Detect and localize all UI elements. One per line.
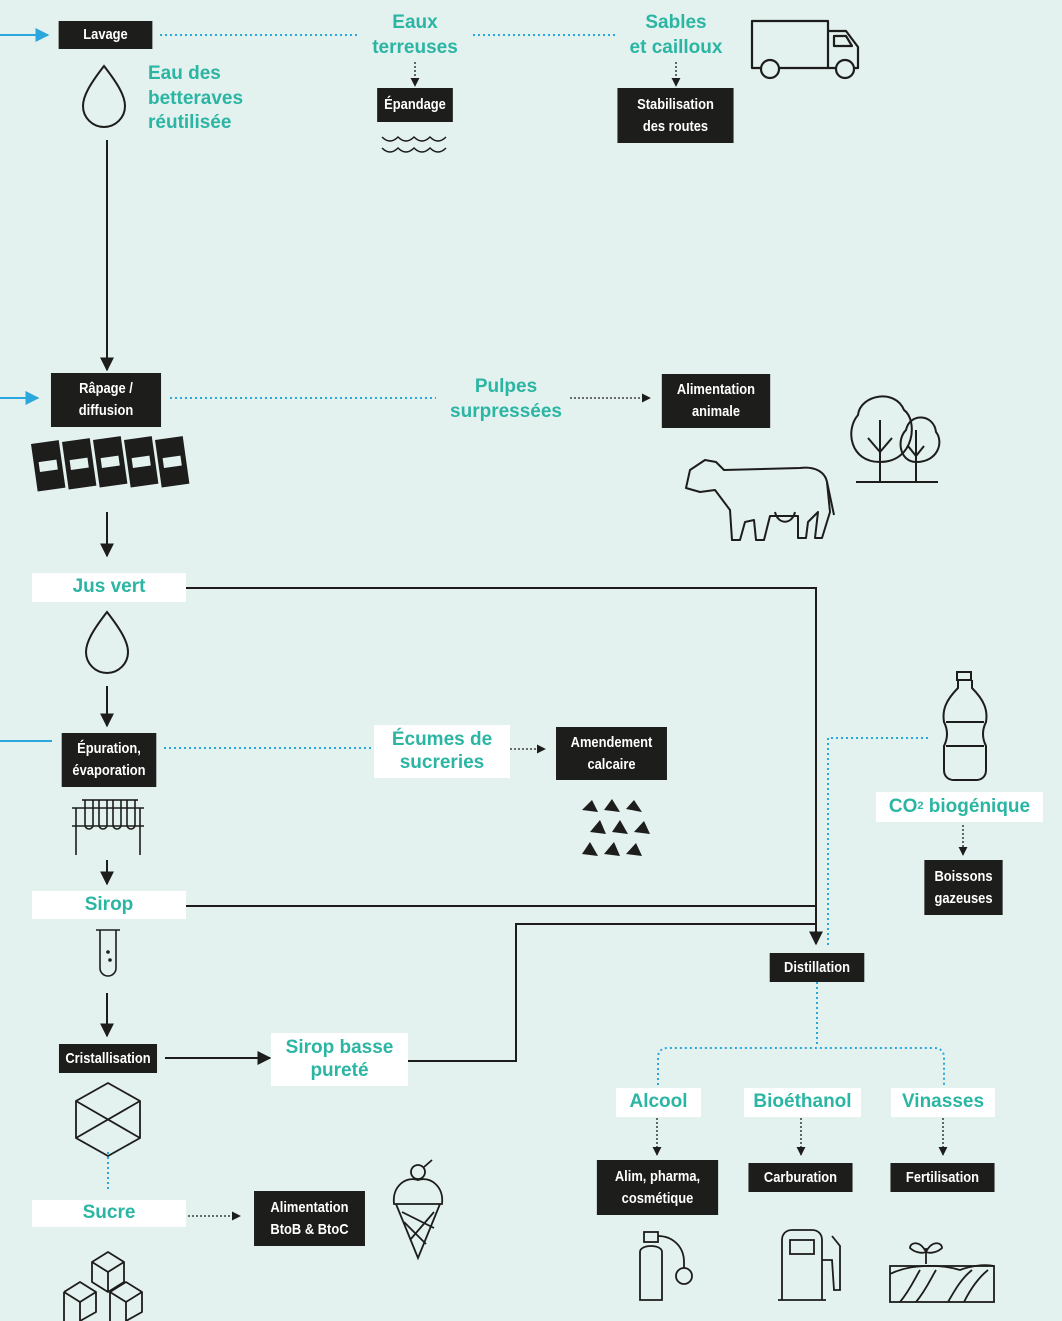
step-rapage-line2: diffusion [78,402,134,419]
use-alim-pharma-line2: cosmétique [621,1189,694,1207]
product-sirop-label: Sirop [84,893,134,915]
use-alimentation-animale-line1: Alimentation [676,381,756,399]
use-epandage-label: Épandage [384,96,446,114]
water-waves-icon [381,135,447,153]
step-lavage: Lavage [58,21,153,49]
co2-text: CO [888,795,918,817]
use-carburation-label: Carburation [763,1168,838,1186]
use-stabilisation-line2: des routes [642,117,709,135]
use-stabilisation-line1: Stabilisation [637,95,714,113]
use-fertilisation: Fertilisation [890,1163,995,1192]
eaux-terreuses-line1: Eaux [392,12,438,33]
beet-slices-icon [31,436,190,492]
use-epandage: Épandage [377,88,453,122]
spray-bottle-icon [639,1231,693,1301]
step-distillation-label: Distillation [784,958,850,976]
use-boissons-line1: Boissons [934,867,993,885]
product-jus-vert-label: Jus vert [72,576,146,598]
use-alim-pharma: Alim, pharma, cosmétique [596,1160,719,1215]
byproduct-pulpes: Pulpes surpressées [436,375,576,424]
product-jus-vert: Jus vert [32,573,186,602]
byproduct-sirop-basse: Sirop basse pureté [271,1033,408,1086]
byproduct-eau-betteraves: Eau des betteraves réutilisée [148,62,243,136]
step-lavage-label: Lavage [83,26,128,44]
byproduct-eaux-terreuses: Eaux terreuses [360,11,470,60]
byproduct-vinasses-label: Vinasses [901,1091,985,1113]
step-cristallisation-label: Cristallisation [65,1049,151,1067]
test-tubes-icon [72,799,144,855]
eau-betteraves-line2: betteraves [148,87,244,109]
eau-betteraves-line1: Eau des [148,63,221,84]
crystal-hexagon-icon [75,1081,141,1158]
step-epuration-line1: Épuration, [77,740,141,758]
byproduct-vinasses: Vinasses [891,1088,995,1117]
use-fertilisation-label: Fertilisation [905,1168,980,1186]
pulpes-line1: Pulpes [474,376,538,397]
use-alimentation-btob: Alimentation BtoB & BtoC [254,1191,365,1246]
main-flow-lines [100,140,823,1065]
byproduct-bioethanol-label: Bioéthanol [753,1091,852,1113]
dotted-connectors [107,34,945,1190]
sables-cailloux-line2: et cailloux [629,36,723,58]
sugar-cubes-icon [63,1251,143,1321]
use-boissons-line2: gazeuses [934,889,993,907]
use-alim-pharma-line1: Alim, pharma, [614,1167,701,1185]
product-sirop: Sirop [32,891,186,919]
step-epuration: Épuration, évaporation [61,733,157,787]
use-alimentation-animale-line2: animale [691,403,741,420]
plant-field-icon [889,1242,995,1303]
use-alimentation-btob-line2: BtoB & BtoC [270,1220,349,1238]
eaux-terreuses-line2: terreuses [372,36,458,58]
step-rapage-line1: Râpage / [79,380,133,398]
dotted-black-arrows [188,62,968,1221]
truck-icon [750,19,860,80]
eau-betteraves-line3: réutilisée [148,112,232,134]
byproduct-bioethanol: Bioéthanol [744,1088,861,1117]
byproduct-sirop-basse-line2: pureté [310,1059,369,1081]
fuel-pump-icon [778,1229,841,1301]
co2-subscript: 2 [917,800,924,813]
use-alimentation-btob-line1: Alimentation [270,1198,349,1216]
byproduct-ecumes-line2: sucreries [399,751,485,773]
limestone-rocks-icon [582,799,650,856]
sables-cailloux-line1: Sables [645,12,707,33]
cow-icon [685,459,835,541]
product-sucre: Sucre [32,1200,186,1227]
use-stabilisation: Stabilisation des routes [617,88,734,143]
use-amendement: Amendement calcaire [556,727,667,780]
byproduct-alcool-label: Alcool [629,1091,688,1113]
byproduct-sables-cailloux: Sables et cailloux [614,11,738,60]
step-cristallisation: Cristallisation [58,1044,158,1073]
step-epuration-line2: évaporation [72,762,146,779]
bottle-icon [942,671,988,781]
use-carburation: Carburation [748,1163,853,1192]
byproduct-ecumes-line1: Écumes de [391,728,493,750]
use-amendement-line1: Amendement [570,733,653,751]
incoming-arrows [0,28,52,742]
use-boissons: Boissons gazeuses [924,860,1003,915]
step-distillation: Distillation [769,953,865,982]
trees-icon [850,395,941,483]
pulpes-line2: surpressées [450,400,562,422]
byproduct-ecumes: Écumes de sucreries [374,725,510,778]
ice-cream-icon [393,1159,443,1261]
use-alimentation-animale: Alimentation animale [661,374,771,428]
byproduct-sirop-basse-line1: Sirop basse [285,1036,394,1058]
byproduct-alcool: Alcool [616,1088,701,1117]
step-rapage: Râpage / diffusion [50,373,162,427]
water-drop-icon [84,610,130,674]
co2-rest-text: biogénique [923,795,1031,817]
test-tube-icon [96,929,120,977]
water-drop-icon [81,64,127,128]
product-sucre-label: Sucre [82,1202,136,1224]
use-amendement-line2: calcaire [587,755,636,773]
